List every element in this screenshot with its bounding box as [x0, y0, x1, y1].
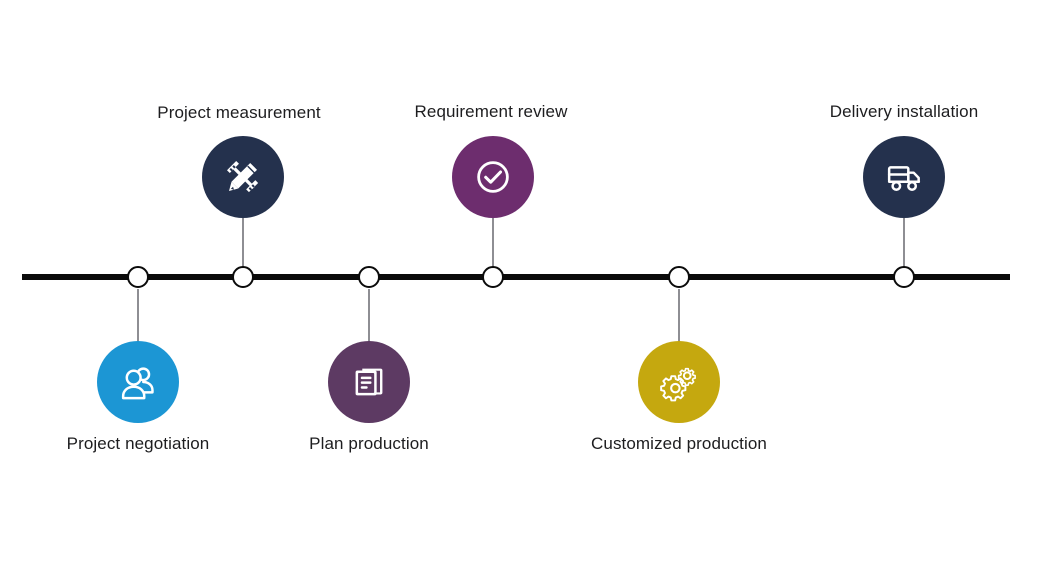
connector-stem-project-negotiation — [137, 289, 139, 342]
step-label-customized-production: Customized production — [591, 434, 767, 453]
timeline-axis — [22, 274, 1010, 280]
axis-marker-project-negotiation[interactable] — [127, 266, 149, 288]
icon-disc-delivery-installation[interactable] — [863, 136, 945, 218]
axis-marker-requirement-review[interactable] — [482, 266, 504, 288]
step-label-project-negotiation: Project negotiation — [66, 434, 210, 453]
gears-icon — [656, 359, 702, 405]
connector-stem-project-measurement — [242, 218, 244, 270]
icon-disc-requirement-review[interactable] — [452, 136, 534, 218]
connector-stem-customized-production — [678, 289, 680, 342]
icon-disc-project-measurement[interactable] — [202, 136, 284, 218]
axis-marker-project-measurement[interactable] — [232, 266, 254, 288]
step-label-plan-production: Plan production — [309, 434, 429, 453]
icon-disc-project-negotiation[interactable] — [97, 341, 179, 423]
step-label-requirement-review: Requirement review — [414, 102, 568, 121]
pencil-ruler-icon — [220, 154, 266, 200]
documents-icon — [346, 359, 392, 405]
icon-disc-plan-production[interactable] — [328, 341, 410, 423]
step-label-project-measurement: Project measurement — [157, 103, 321, 122]
connector-stem-delivery-installation — [903, 218, 905, 270]
check-circle-icon — [470, 154, 516, 200]
axis-marker-customized-production[interactable] — [668, 266, 690, 288]
connector-stem-requirement-review — [492, 218, 494, 270]
axis-marker-plan-production[interactable] — [358, 266, 380, 288]
connector-stem-plan-production — [368, 289, 370, 342]
users-icon — [115, 359, 161, 405]
icon-disc-customized-production[interactable] — [638, 341, 720, 423]
truck-icon — [881, 154, 927, 200]
axis-marker-delivery-installation[interactable] — [893, 266, 915, 288]
step-label-delivery-installation: Delivery installation — [829, 102, 979, 121]
